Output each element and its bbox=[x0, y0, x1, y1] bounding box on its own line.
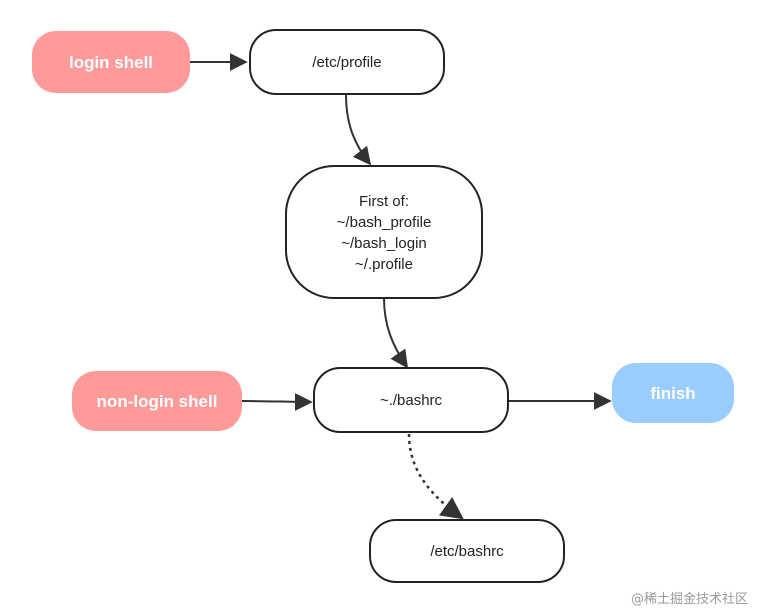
etc-profile-label: /etc/profile bbox=[312, 54, 381, 71]
etc-profile-node: /etc/profile bbox=[249, 29, 445, 95]
etc-bashrc-label: /etc/bashrc bbox=[430, 543, 504, 560]
first-of-node: First of: ~/bash_profile ~/bash_login ~/… bbox=[285, 165, 483, 299]
arrow-firstof-to-bashrc bbox=[383, 297, 409, 369]
first-of-line-1: First of: bbox=[359, 193, 409, 210]
etc-bashrc-node: /etc/bashrc bbox=[369, 519, 565, 583]
first-of-line-2: ~/bash_profile bbox=[337, 214, 432, 231]
login-shell-label: login shell bbox=[69, 53, 153, 72]
arrow-profile-to-firstof bbox=[345, 94, 372, 166]
login-shell-node: login shell bbox=[32, 31, 190, 93]
first-of-line-4: ~/.profile bbox=[355, 256, 413, 273]
first-of-line-3: ~/bash_login bbox=[341, 235, 427, 252]
dashed-arrow-bashrc-to-etc-bashrc bbox=[407, 433, 464, 520]
finish-node: finish bbox=[612, 363, 734, 423]
arrow-nonlogin-to-bashrc bbox=[241, 392, 313, 411]
non-login-shell-node: non-login shell bbox=[72, 371, 242, 431]
bashrc-label: ~./bashrc bbox=[380, 392, 443, 409]
watermark: @稀土掘金技术社区 bbox=[630, 592, 748, 607]
non-login-shell-label: non-login shell bbox=[97, 392, 218, 411]
finish-label: finish bbox=[650, 384, 695, 403]
bashrc-node: ~./bashrc bbox=[313, 367, 509, 433]
